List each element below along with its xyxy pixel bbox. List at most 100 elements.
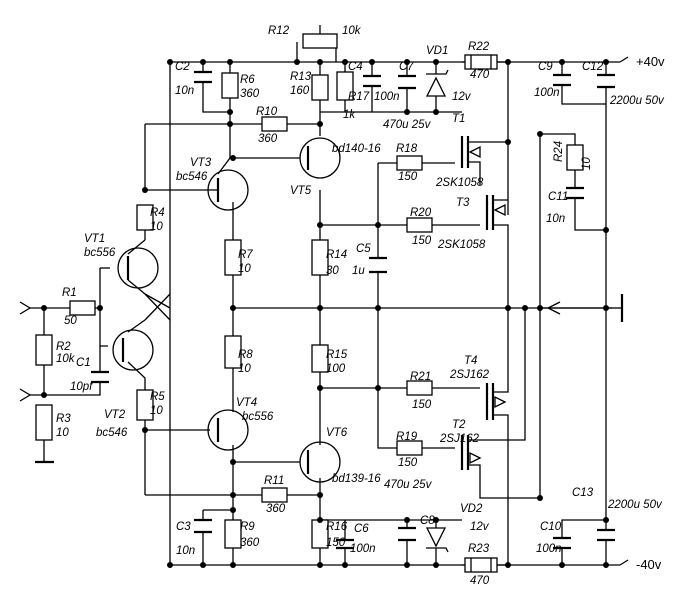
r1-body <box>69 300 96 316</box>
r10-body <box>261 116 288 132</box>
vt1-body <box>117 247 159 289</box>
minus-rail-label: -40v <box>636 557 662 572</box>
r18-ref: R18 <box>396 143 418 155</box>
r9-body <box>224 519 242 549</box>
c1-plates <box>91 370 109 384</box>
r11-ref: R11 <box>264 475 284 487</box>
r5-ref: R5 <box>150 391 165 403</box>
r11-value: 360 <box>266 503 286 515</box>
vd2-symbol <box>425 527 449 553</box>
r1-ref: R1 <box>62 287 77 299</box>
r23-value: 470 <box>470 575 490 587</box>
r22-value: 470 <box>470 69 490 81</box>
r10-ref: R10 <box>256 106 278 118</box>
c8-plates <box>398 526 416 542</box>
r13-body <box>311 74 329 101</box>
r18-body <box>396 155 423 171</box>
r12-ref: R12 <box>268 25 290 37</box>
c7-value: 470u 25v <box>383 119 432 131</box>
r3-body <box>35 404 53 441</box>
vt6-ref: VT6 <box>326 427 348 439</box>
r23-ref: R23 <box>468 543 490 555</box>
c2-value: 10n <box>175 85 194 97</box>
c10-ref: C10 <box>540 521 562 533</box>
c4-value: 100n <box>374 91 400 103</box>
r24-value: 10 <box>581 157 593 170</box>
r13-value: 160 <box>290 85 310 97</box>
r12-value: 10k <box>342 25 362 37</box>
r21-ref: R21 <box>410 371 431 383</box>
c13-value: 2200u 50v <box>607 499 663 511</box>
c3-plates <box>194 518 212 534</box>
plus-rail-label: +40v <box>636 54 665 69</box>
vt2-ref: VT2 <box>104 409 126 421</box>
c5-plates <box>369 256 387 274</box>
r3-value: 10 <box>56 427 69 439</box>
t2-value: 2SJ162 <box>439 433 480 445</box>
c4-plates <box>363 74 381 88</box>
t2-ref: T2 <box>452 419 466 431</box>
c6-plates <box>336 538 354 550</box>
r14-body <box>311 239 329 276</box>
r13-ref: R13 <box>290 71 312 83</box>
r4-ref: R4 <box>150 207 165 219</box>
t1-ref: T1 <box>452 113 465 125</box>
r18-value: 150 <box>398 171 418 183</box>
c11-plates <box>566 186 584 200</box>
r17-ref: R17 <box>348 91 370 103</box>
vd1-value: 12v <box>452 91 472 103</box>
c7-plates <box>398 74 416 90</box>
t4-gate <box>485 383 495 420</box>
r3-ref: R3 <box>56 413 71 425</box>
r6-body <box>221 72 239 99</box>
r8-value: 10 <box>238 363 251 375</box>
r17-value: 1k <box>343 109 356 121</box>
r12-body <box>302 33 338 49</box>
r2-body <box>35 334 53 366</box>
r2-ref: R2 <box>56 341 71 353</box>
bjts <box>112 137 341 483</box>
c13-ref: C13 <box>572 487 594 499</box>
zeners <box>425 69 449 553</box>
c11-value: 10n <box>546 213 565 225</box>
r19-ref: R19 <box>396 431 418 443</box>
n-channel-arrows <box>468 145 506 217</box>
r24-ref: R24 <box>553 141 565 162</box>
vt4-value: bc556 <box>242 411 274 423</box>
r9-ref: R9 <box>240 521 255 533</box>
c11-ref: C11 <box>548 191 568 203</box>
t3-value: 2SK1058 <box>437 239 486 251</box>
c4-ref: C4 <box>348 61 363 73</box>
r19-value: 150 <box>398 457 418 469</box>
junctions <box>41 59 609 568</box>
t4-ref: T4 <box>464 355 477 367</box>
vt2-body <box>112 329 154 371</box>
c3-ref: C3 <box>176 521 191 533</box>
c5-value: 1u <box>352 265 365 277</box>
r4-body <box>136 204 154 231</box>
c1-value: 10pf <box>70 381 94 393</box>
t1-gate <box>460 136 470 168</box>
vt4-ref: VT4 <box>236 397 257 409</box>
p-channel-arrows <box>469 395 507 465</box>
c9-value: 100n <box>534 87 560 99</box>
vd2-value: 12v <box>470 521 490 533</box>
r20-value: 150 <box>412 235 432 247</box>
labels: R12 10k C2 10n R6 360 R13 160 C4 R17 1k … <box>56 25 665 587</box>
r23-body <box>464 557 498 573</box>
vt1-value: bc556 <box>84 247 116 259</box>
r16-value: 150 <box>326 537 346 549</box>
r21-value: 150 <box>412 399 432 411</box>
r24-body <box>566 144 584 171</box>
r5-value: 10 <box>150 405 163 417</box>
r6-ref: R6 <box>240 74 255 86</box>
c9-ref: C9 <box>538 61 553 73</box>
vt6-body <box>299 441 341 483</box>
r14-value: 30 <box>326 265 339 277</box>
r8-body <box>224 335 242 369</box>
c3-value: 10n <box>176 545 195 557</box>
vt3-ref: VT3 <box>190 157 212 169</box>
c2-ref: C2 <box>175 61 190 73</box>
r16-ref: R16 <box>326 521 348 533</box>
c10-plates <box>553 536 571 550</box>
